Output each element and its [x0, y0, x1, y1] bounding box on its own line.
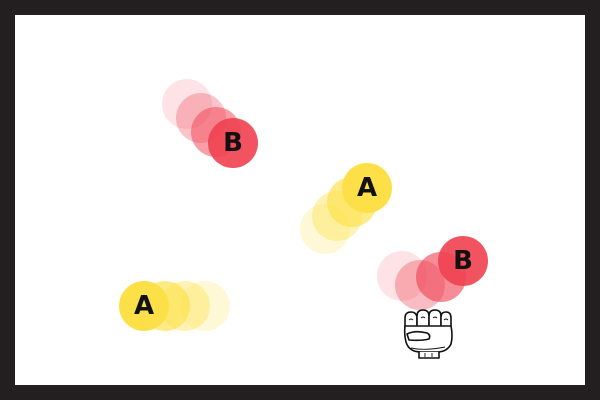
ball-b-bottom-right[interactable] [438, 236, 488, 286]
ball-b-top-left[interactable] [208, 118, 258, 168]
play-field[interactable]: B A B A [15, 15, 585, 385]
ball-a-center[interactable] [342, 163, 392, 213]
fist-icon [403, 309, 453, 359]
ball-a-bottom-left[interactable] [119, 281, 169, 331]
